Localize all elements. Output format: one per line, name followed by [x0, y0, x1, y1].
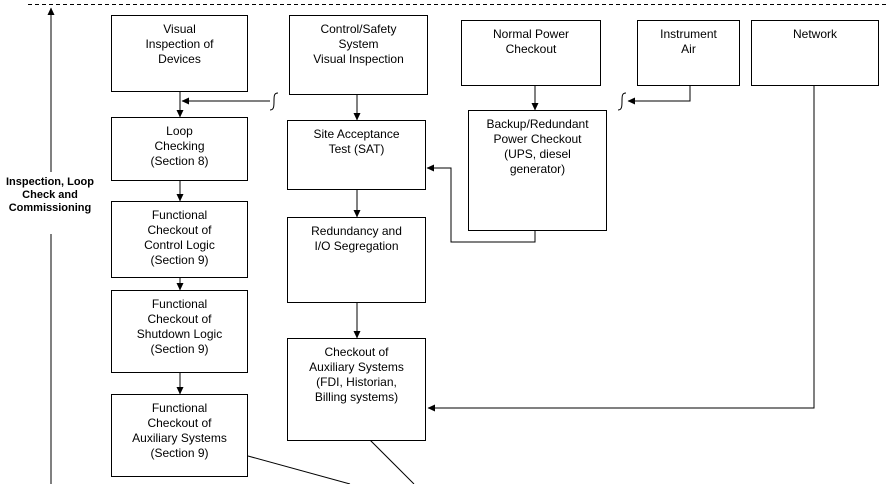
- box-text-line: Redundancy and: [311, 224, 402, 238]
- box-text-line: Site Acceptance: [313, 127, 400, 141]
- box-text-line: Loop: [166, 124, 193, 138]
- box-text-line: Checkout of: [324, 345, 389, 359]
- box-text-line: Functional: [151, 208, 208, 222]
- box-text-line: Control Logic: [144, 238, 215, 252]
- box-text-line: Network: [792, 27, 837, 41]
- box-text-line: Visual Inspection: [313, 52, 404, 66]
- instrument-air-box: Instrument Air: [637, 20, 740, 86]
- functional-control-logic-box: Functional Checkout of Control Logic (Se…: [111, 201, 248, 278]
- connector-auxiliary-to-next: [247, 455, 351, 484]
- connector-aux-checkout-to-next: [364, 434, 415, 484]
- box-text-line: Power Checkout: [493, 132, 582, 146]
- box-text-line: (Section 8): [150, 154, 209, 168]
- phase-label: Inspection, Loop Check and Commissioning: [0, 176, 100, 215]
- connector-backup-to-sat: [426, 164, 536, 243]
- backup-power-box: Backup/Redundant Power Checkout (UPS, di…: [468, 110, 607, 231]
- line-break-symbol: [269, 92, 279, 111]
- functional-shutdown-logic-box: Functional Checkout of Shutdown Logic (S…: [111, 290, 248, 373]
- box-text-line: Instrument: [660, 27, 717, 41]
- box-text-line: Air: [681, 42, 696, 56]
- connector-network-to-aux-checkout: [427, 85, 815, 412]
- box-text-line: Visual: [163, 22, 196, 36]
- box-text-line: Test (SAT): [328, 142, 385, 156]
- box-text-line: Control/Safety: [320, 22, 397, 36]
- box-text-line: Shutdown Logic: [136, 327, 223, 341]
- box-text-line: Auxiliary Systems: [309, 360, 404, 374]
- box-text-line: Checkout of: [147, 312, 212, 326]
- box-text-line: (FDI, Historian,: [316, 375, 397, 389]
- box-text-line: Functional: [151, 401, 208, 415]
- box-text-line: (UPS, diesel: [504, 147, 571, 161]
- auxiliary-systems-checkout-box: Checkout of Auxiliary Systems (FDI, Hist…: [287, 338, 426, 441]
- line-break-symbol-air: [617, 92, 627, 111]
- site-acceptance-test-box: Site Acceptance Test (SAT): [287, 120, 426, 190]
- box-text-line: (Section 9): [150, 446, 209, 460]
- box-text-line: (Section 9): [150, 342, 209, 356]
- phase-label-line: Inspection, Loop: [6, 176, 94, 188]
- redundancy-io-box: Redundancy and I/O Segregation: [287, 217, 426, 303]
- box-text-line: Inspection of: [145, 37, 214, 51]
- visual-inspection-box: Visual Inspection of Devices: [111, 15, 248, 92]
- normal-power-box: Normal Power Checkout: [461, 20, 601, 86]
- box-text-line: Billing systems): [314, 390, 399, 404]
- box-text-line: generator): [509, 162, 566, 176]
- functional-auxiliary-systems-box: Functional Checkout of Auxiliary Systems…: [111, 394, 248, 477]
- box-text-line: Backup/Redundant: [486, 117, 589, 131]
- box-text-line: (Section 9): [150, 253, 209, 267]
- box-text-line: Normal Power: [492, 27, 570, 41]
- box-text-line: Checkout of: [147, 223, 212, 237]
- box-text-line: Checkout of: [147, 416, 212, 430]
- box-text-line: I/O Segregation: [314, 239, 399, 253]
- box-text-line: Checking: [154, 139, 205, 153]
- box-text-line: Devices: [158, 52, 201, 66]
- phase-label-line: Check and: [22, 189, 78, 201]
- box-text-line: System: [338, 37, 379, 51]
- phase-label-line: Commissioning: [8, 202, 92, 214]
- control-safety-inspection-box: Control/Safety System Visual Inspection: [289, 15, 428, 95]
- network-box: Network: [751, 20, 879, 86]
- connector-instrument-air: [627, 85, 691, 105]
- loop-checking-box: Loop Checking (Section 8): [111, 117, 248, 181]
- box-text-line: Auxiliary Systems: [132, 431, 227, 445]
- box-text-line: Checkout: [505, 42, 557, 56]
- box-text-line: Functional: [151, 297, 208, 311]
